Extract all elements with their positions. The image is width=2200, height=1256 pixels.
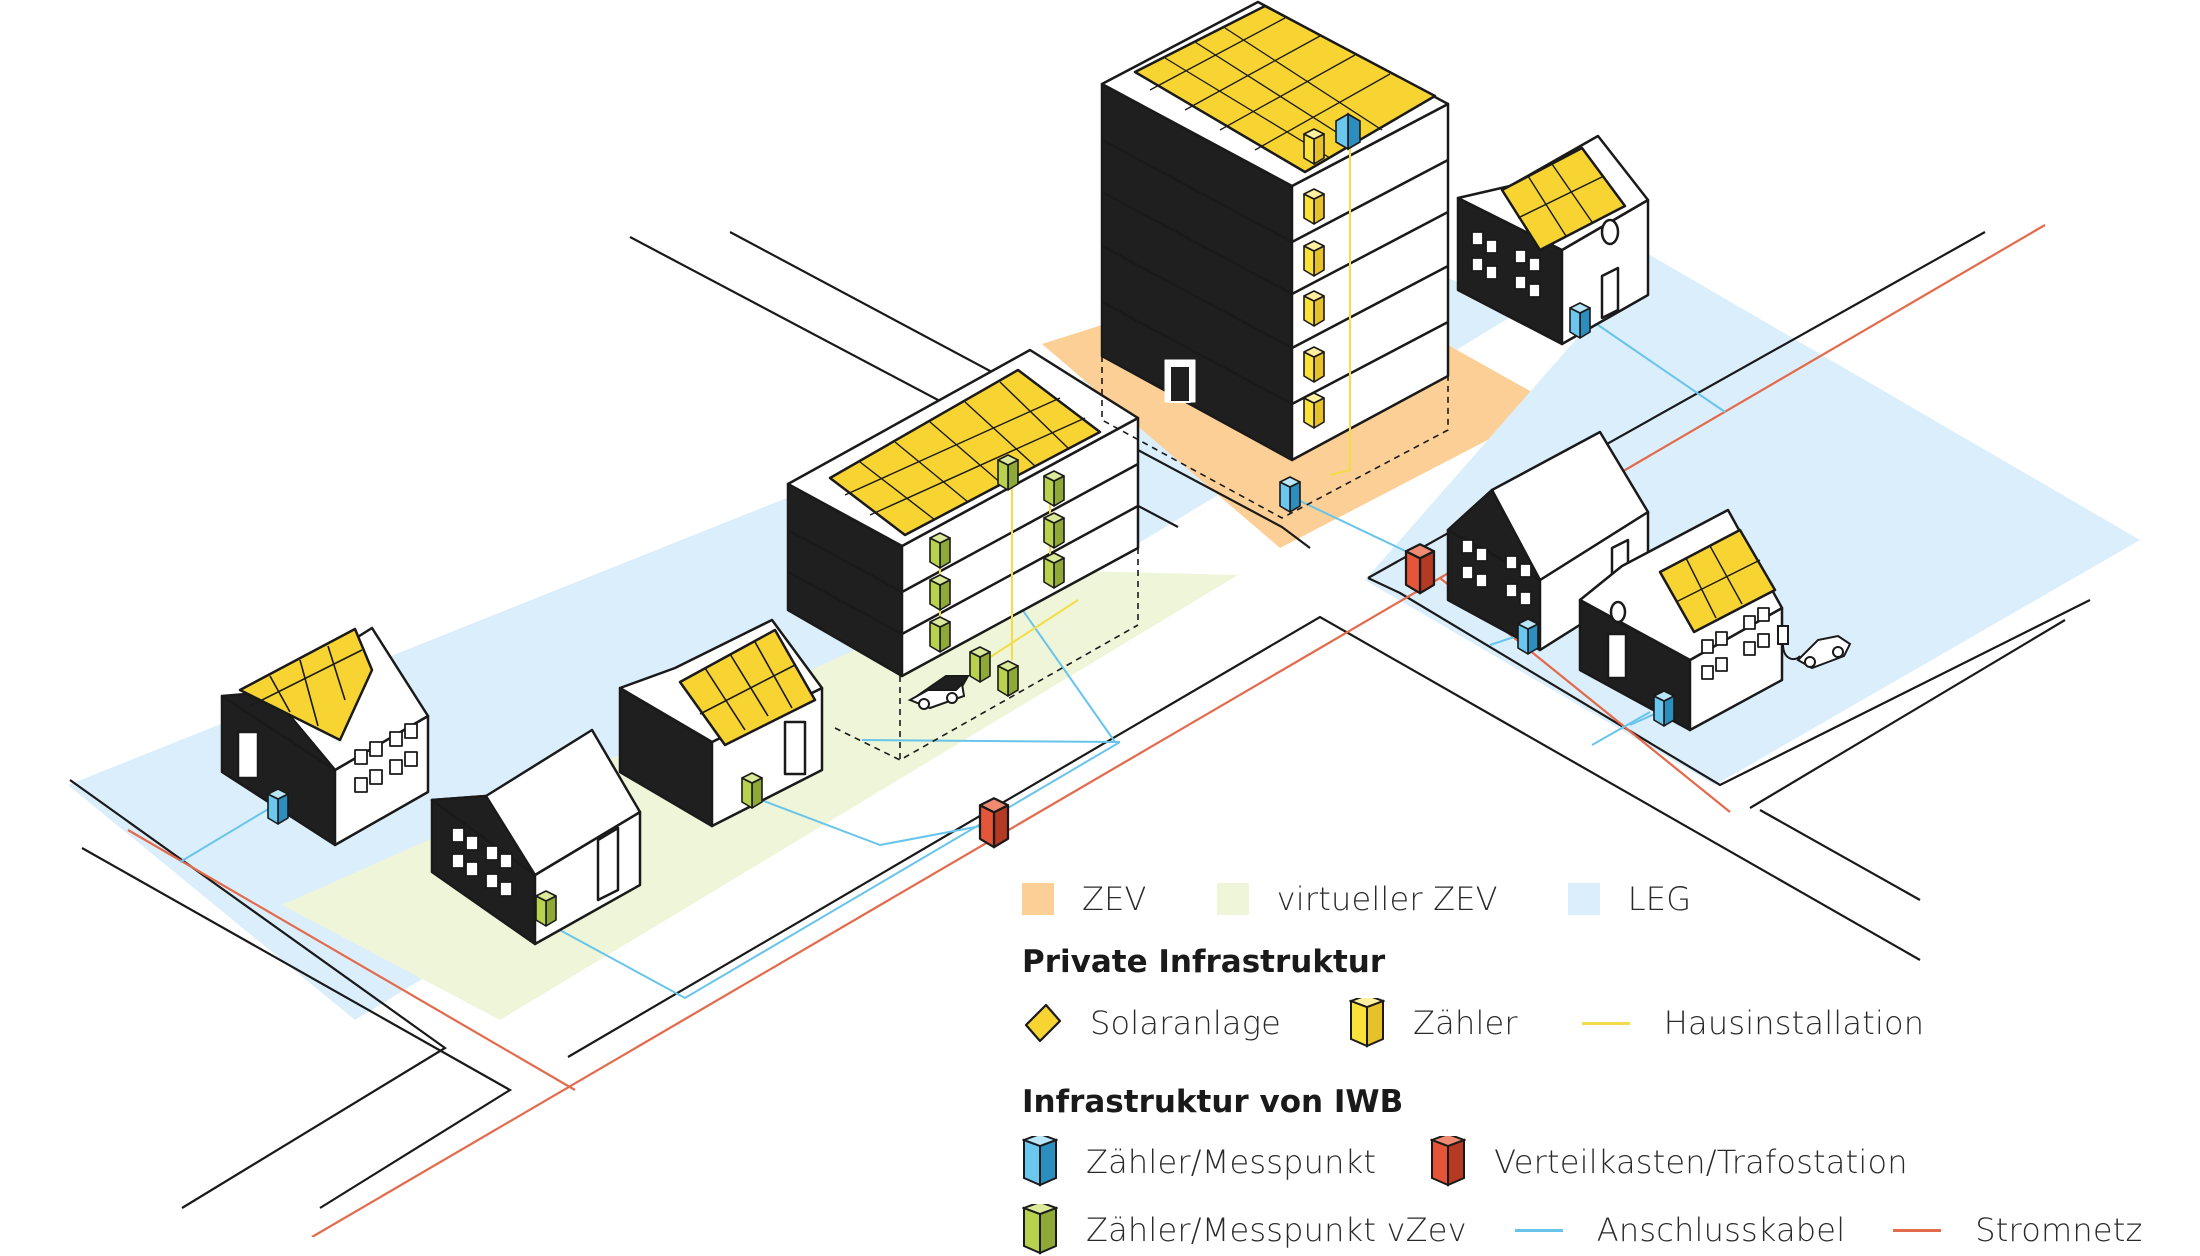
blue-meter-icon [1022,1136,1058,1187]
ev-charger-icon [1777,625,1801,661]
legend-solar-label: Solaranlage [1090,1004,1282,1042]
house-dark-right [1578,508,1784,732]
legend-private-items: Solaranlage Zähler Hausinstallation [1022,998,1972,1048]
vzev-meter-icon [741,772,763,809]
legend-iwb-heading: Infrastruktur von IWB [1022,1084,1404,1120]
priv-meter-icon [1303,346,1325,383]
legend-vzev-meter: Zähler/Messpunkt vZev [1022,1204,1467,1256]
legend-distribution-box-label: Verteilkasten/Trafostation [1494,1143,1908,1181]
vzev-meter-icon [1043,512,1065,549]
legend-private-meter: Zähler [1349,998,1518,1048]
iwb-meter-icon [267,788,289,825]
zev-swatch [1022,883,1054,915]
car-electric-right [1796,634,1852,670]
iwb-meter-icon [1279,476,1301,513]
solar-panel-icon [1024,1003,1062,1043]
legend-vzev-meter-label: Zähler/Messpunkt vZev [1086,1211,1467,1249]
legend-house-installation-label: Hausinstallation [1663,1004,1925,1042]
vzev-meter-icon [997,660,1019,697]
virtual-zev-swatch [1216,883,1249,915]
house-white-front [430,728,642,946]
tower-dashed-footprint [1101,356,1449,519]
distribution-box-icon [1404,543,1436,595]
priv-meter-icon [1303,240,1325,277]
meters [1335,112,1361,151]
apartment-block-dashed-footprint [834,548,1139,761]
house-dark-middle [618,618,824,828]
priv-meter-icon [1303,128,1325,165]
legend-private-meter-label: Zähler [1413,1004,1518,1042]
leg-swatch [1567,883,1600,915]
iwb-meter-icon [1517,618,1539,655]
legend-zev: ZEV [1022,880,1147,918]
distribution-box-icon [978,797,1010,849]
vzev-meter-icon [969,646,991,683]
blue-line-icon [1514,1228,1563,1232]
legend-iwb-row-2: Zähler/Messpunkt vZev Anschlusskabel Str… [1022,1204,2190,1256]
legend-leg: LEG [1567,880,1692,918]
vzev-meter-icon [535,890,557,927]
solar-panels [1500,146,1627,252]
iwb-meter-icon [1569,302,1591,339]
legend-grid: Stromnetz [1893,1211,2142,1249]
meter-tower-roof [1335,112,1361,151]
legend-iwb-meter: Zähler/Messpunkt [1022,1136,1376,1188]
legend-solar: Solaranlage [1022,1001,1281,1045]
legend-iwb-meter-label: Zähler/Messpunkt [1086,1143,1377,1181]
iwb-meter-icon [1653,690,1675,727]
legend-leg-label: LEG [1627,880,1692,918]
priv-meter-icon [1303,392,1325,429]
vzev-meter-icon [929,616,951,653]
car-electric-left [907,675,970,710]
apartment-block-vzev [786,348,1140,678]
yellow-line-icon [1581,1021,1630,1025]
vzev-meter-icon [1043,470,1065,507]
red-box-icon [1430,1136,1467,1187]
vzev-meter-icon [929,574,951,611]
vzev-meter-icon [929,532,951,569]
house-far-left [220,626,430,847]
meter-layer [267,128,1675,927]
vzev-meter-icon [997,454,1019,491]
leg-area-right [1365,255,2140,785]
priv-meter-icon [1303,188,1325,225]
vzev-meter-icon [1043,552,1065,589]
legend-zev-label: ZEV [1082,880,1147,918]
legend-private-heading: Private Infrastruktur [1022,944,1386,980]
streets [69,231,2091,1209]
legend-grid-label: Stromnetz [1975,1211,2143,1249]
legend-virtual-zev-label: virtueller ZEV [1276,880,1498,918]
green-meter-icon [1022,1204,1058,1255]
legend-distribution-box: Verteilkasten/Trafostation [1430,1136,1908,1188]
red-line-icon [1893,1228,1942,1232]
legend-house-installation: Hausinstallation [1581,1004,1925,1042]
legend-virtual-zev: virtueller ZEV [1216,880,1498,918]
legend-connection-cable-label: Anschlusskabel [1596,1211,1846,1249]
yellow-meter-icon [1349,998,1386,1048]
solar-panels [678,628,817,747]
priv-meter-icon [1303,290,1325,327]
legend-areas: ZEV virtueller ZEV LEG [1022,880,1739,918]
legend-connection-cable: Anschlusskabel [1514,1211,1846,1249]
legend-iwb-row-1: Zähler/Messpunkt Verteilkasten/Trafostat… [1022,1136,1956,1188]
